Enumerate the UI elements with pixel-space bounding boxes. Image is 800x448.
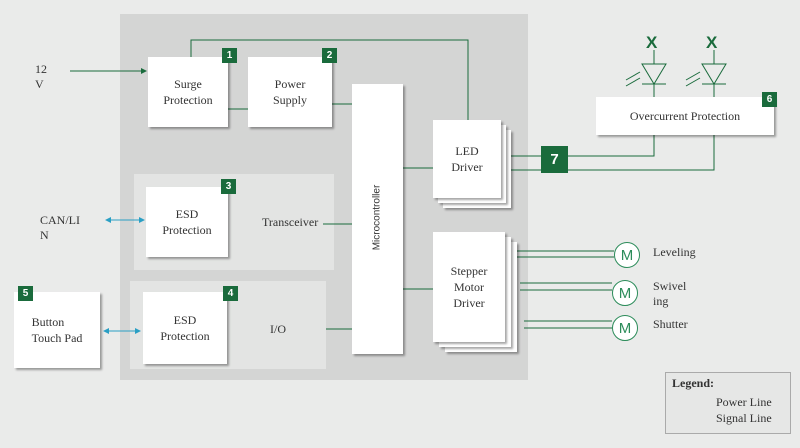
badge-6: 6	[762, 92, 777, 107]
microcontroller-block	[352, 84, 403, 354]
motor-swiveling-label: Swiveling	[653, 279, 687, 308]
legend-title: Legend:	[672, 376, 714, 390]
motor-leveling-label: Leveling	[653, 245, 696, 259]
stepper-driver-label: Stepper Motor Driver	[450, 264, 488, 310]
motor-shutter-icon: M	[612, 315, 638, 341]
power-supply-block: Power Supply	[248, 57, 332, 127]
motor-leveling-icon: M	[614, 242, 640, 268]
led-driver-block: LED Driver	[433, 120, 501, 198]
led-driver-label: LED Driver	[451, 144, 483, 174]
led-x-mark-2: X	[706, 33, 718, 52]
badge-2: 2	[322, 48, 337, 63]
esd-protection-block-1: ESD Protection	[146, 187, 228, 257]
esd-protection-label-2: ESD Protection	[160, 313, 210, 343]
legend-box	[665, 372, 791, 434]
badge-5: 5	[18, 286, 33, 301]
overcurrent-protection-label: Overcurrent Protection	[629, 109, 741, 123]
overcurrent-protection-block: Overcurrent Protection	[596, 97, 774, 135]
esd-protection-block-2: ESD Protection	[143, 292, 227, 364]
led-x-mark-1: X	[646, 33, 658, 52]
transceiver-label: Transceiver	[262, 215, 319, 229]
badge-7: 7	[541, 146, 568, 173]
surge-protection-block: Surge Protection	[148, 57, 228, 127]
motor-swiveling-icon: M	[612, 280, 638, 306]
stepper-driver-block: Stepper Motor Driver	[433, 232, 505, 342]
badge-1: 1	[222, 48, 237, 63]
surge-protection-label: Surge Protection	[163, 77, 213, 107]
button-touch-pad-label: Button Touch Pad	[31, 315, 83, 345]
legend-signal-label: Signal Line	[716, 411, 772, 425]
badge-4: 4	[223, 286, 238, 301]
button-touch-pad-block: Button Touch Pad	[14, 292, 100, 368]
motor-shutter-label: Shutter	[653, 317, 688, 331]
io-label: I/O	[270, 322, 286, 336]
legend-power-label: Power Line	[716, 395, 772, 409]
power-supply-label: Power Supply	[272, 77, 307, 107]
microcontroller-label: Microcontroller	[371, 184, 383, 251]
esd-protection-label-1: ESD Protection	[162, 207, 212, 237]
badge-3: 3	[221, 179, 236, 194]
